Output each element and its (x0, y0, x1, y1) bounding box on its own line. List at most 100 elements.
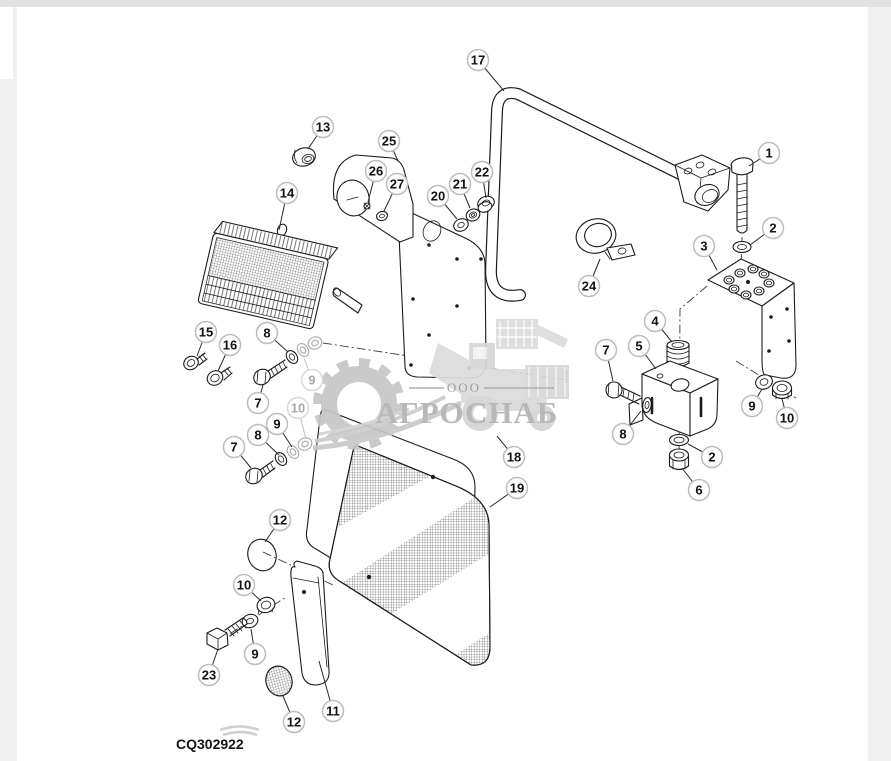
part-clamp-24 (575, 218, 636, 261)
callout-25: 25 (377, 129, 401, 162)
callout-9: 9 (300, 357, 324, 392)
callout-circle (243, 642, 267, 666)
callout-number: 2 (769, 221, 776, 236)
callout-circle (364, 159, 388, 183)
callout-circle (643, 309, 667, 333)
part-disc-12-outline (247, 538, 277, 572)
exploded-parts-diagram: ООО АГРОСНАБ CQ302922 171132526271420212… (176, 48, 799, 752)
callout-number: 23 (202, 668, 216, 683)
part-nut-10-lower (297, 437, 313, 451)
callout-2: 2 (687, 443, 724, 469)
callout-circle (282, 710, 306, 734)
callout-10: 10 (232, 573, 262, 602)
callout-19: 19 (489, 476, 529, 508)
part-washer-8-upper (285, 350, 299, 364)
callout-12: 12 (282, 695, 306, 734)
drawing-code: CQ302922 (176, 736, 244, 752)
part-bolt-1 (730, 157, 754, 234)
part-screw-15 (183, 352, 208, 371)
part-tube-17 (485, 87, 686, 302)
part-nut-10-right (771, 380, 793, 400)
callout-number: 24 (582, 279, 597, 294)
callout-8: 8 (246, 423, 280, 456)
callout-number: 13 (316, 120, 330, 135)
part-strap-11 (290, 560, 330, 686)
callout-circle (627, 334, 651, 358)
callout-7: 7 (594, 338, 618, 382)
part-insert-4 (666, 339, 690, 368)
callout-number: 22 (475, 165, 489, 180)
callout-number: 15 (199, 325, 213, 340)
part-nut-22 (477, 195, 495, 213)
part-nut-10-upper (307, 336, 323, 350)
panel-hole (366, 574, 372, 580)
callout-circle (470, 160, 494, 184)
callout-circle (197, 663, 221, 687)
part-screw-16 (206, 366, 233, 386)
part-washer-8-right (642, 397, 652, 413)
callout-number: 4 (651, 314, 659, 329)
callout-number: 6 (695, 483, 702, 498)
watermark: ООО АГРОСНАБ (219, 319, 569, 737)
callout-1: 1 (748, 141, 781, 167)
callout-number: 1 (765, 146, 772, 161)
watermark-swoosh (312, 395, 463, 451)
callout-3: 3 (692, 234, 718, 271)
callout-circle (265, 412, 289, 436)
part-washer-2-top (732, 240, 752, 254)
light-lower-bands (201, 274, 316, 327)
part-screw-26 (363, 202, 371, 210)
callout-circle (761, 216, 785, 240)
callout-number: 12 (273, 513, 287, 528)
callout-circle (505, 476, 529, 500)
callout-number: 5 (635, 339, 642, 354)
callout-number: 9 (273, 417, 280, 432)
callout-circle (700, 445, 724, 469)
callout-circle (448, 172, 472, 196)
callout-circle (377, 129, 401, 153)
watermark-combine (429, 319, 569, 431)
part-bolt-7-lower (245, 460, 276, 485)
part-nut-10-bottom (256, 596, 276, 615)
adjacent-panel-edge (0, 7, 13, 79)
part-bracket-3 (707, 258, 797, 379)
callout-8: 8 (611, 410, 642, 446)
part-washer-9-right (755, 374, 773, 390)
callout-circle (692, 234, 716, 258)
part-mounting-plate (332, 206, 487, 379)
callout-circle (757, 141, 781, 165)
callout-21: 21 (448, 172, 472, 209)
callout-number: 8 (263, 326, 270, 341)
callout-13: 13 (307, 115, 335, 150)
callout-number: 26 (369, 164, 383, 179)
callout-circle (311, 115, 335, 139)
callout-number: 21 (453, 177, 467, 192)
callout-circle (300, 368, 324, 392)
fastener-set-upper (253, 336, 323, 386)
callout-circle (218, 333, 242, 357)
callout-number: 7 (230, 440, 237, 455)
fastener-set-bottom (206, 596, 276, 651)
callout-circle (611, 422, 635, 446)
part-disc-12-hatched (265, 665, 293, 697)
watermark-name: АГРОСНАБ (376, 395, 559, 430)
bracket-3-nut-cluster (723, 264, 775, 300)
callout-2: 2 (749, 216, 785, 246)
callout-number: 8 (619, 427, 626, 442)
fastener-set-lower (245, 437, 313, 485)
light-top-ribs (216, 221, 335, 259)
strap-hole (302, 590, 306, 594)
callout-circle (426, 184, 450, 208)
callout-circle (385, 172, 409, 196)
callout-7: 7 (222, 435, 252, 469)
callout-number: 7 (254, 396, 261, 411)
callout-15: 15 (194, 320, 218, 357)
callout-20: 20 (426, 184, 458, 220)
callout-number: 14 (280, 186, 295, 201)
callout-18: 18 (496, 435, 526, 469)
part-washer-8-lower (274, 452, 288, 466)
callout-number: 25 (382, 134, 396, 149)
part-striped-panel-19 (328, 445, 491, 666)
watermark-stamp-fragment (219, 725, 260, 737)
part-grommet-13 (292, 147, 316, 167)
